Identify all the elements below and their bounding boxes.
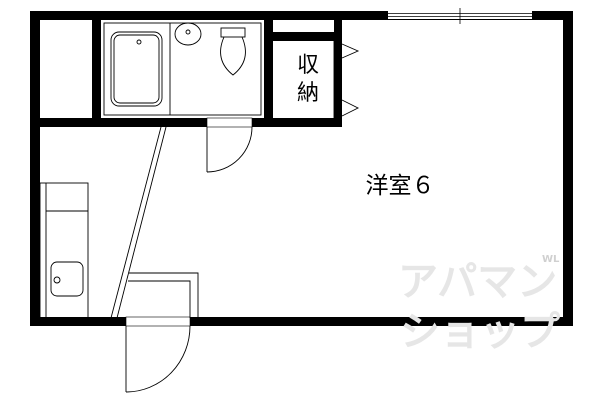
watermark-line2: ショップ (400, 309, 560, 355)
watermark-line1: アパマン (398, 259, 557, 305)
bathtub (110, 31, 163, 107)
western-room-label: 洋室６ (366, 173, 435, 199)
watermark-small: WL (542, 254, 560, 265)
storage-label-2: 納 (297, 81, 319, 106)
entrance-door[interactable] (125, 325, 191, 393)
partition (110, 126, 162, 319)
bathroom-door[interactable] (206, 126, 253, 173)
storage-label-1: 収 (297, 53, 319, 78)
shoe-cabinet (128, 272, 199, 318)
unit-bath (103, 22, 262, 116)
toilet-tank (220, 27, 246, 38)
window (388, 8, 532, 24)
washbasin (174, 22, 202, 46)
toilet-bowl (220, 36, 246, 76)
closet-door-lower[interactable] (341, 99, 360, 117)
kitchen-sink (50, 261, 84, 297)
kitchen-counter (39, 182, 89, 319)
closet-door-upper[interactable] (341, 43, 360, 59)
walls (30, 11, 573, 326)
watermark-logo: アパマン ショップ WL (398, 254, 560, 355)
